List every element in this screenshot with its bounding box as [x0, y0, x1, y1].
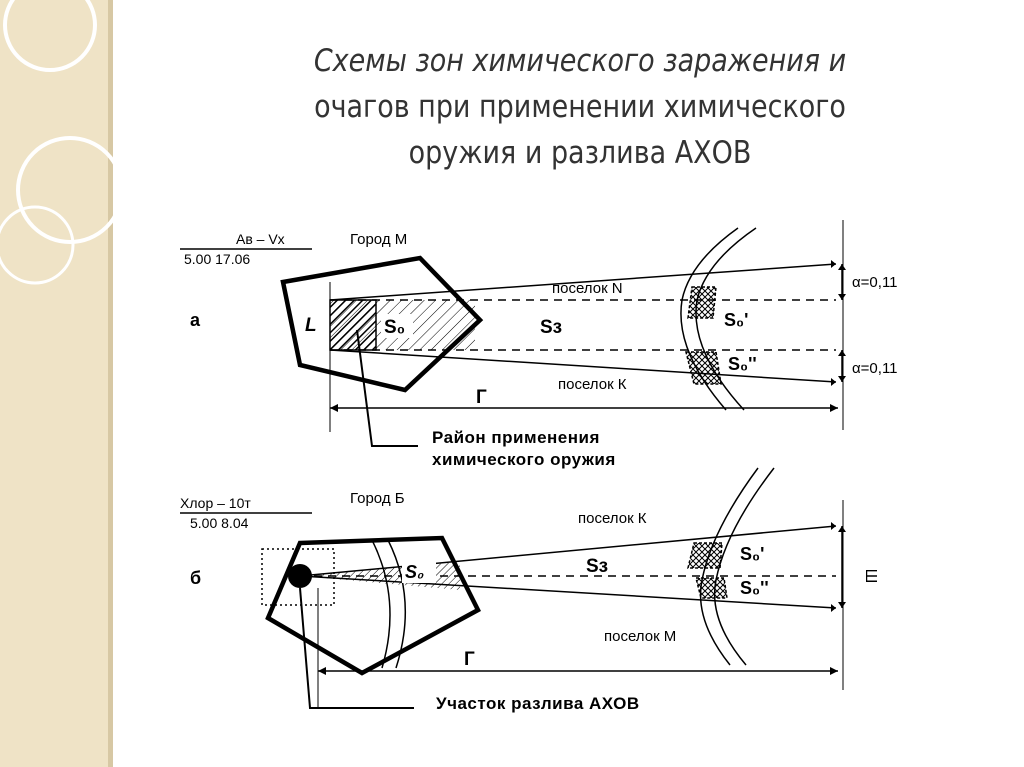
scheme-b-cloud-upper-edge — [299, 525, 837, 577]
title-line-3: оружия и разлива АХОВ — [408, 135, 752, 171]
scheme-b-spill-point — [288, 564, 312, 588]
scheme-a-alpha-top: α=0,11 — [852, 274, 898, 291]
scheme-b-sz-label: Sз — [586, 556, 608, 577]
scheme-a-label-bottom: 5.00 17.06 — [184, 251, 250, 267]
decorative-rings — [0, 0, 124, 285]
scheme-a-city-label: Город М — [350, 231, 407, 248]
scheme-b-g-label: Г — [464, 649, 475, 670]
scheme-a-city-pentagon — [280, 255, 484, 393]
scheme-a-s0-double-prime: S₀'' — [728, 354, 757, 374]
scheme-a-source-rect — [329, 299, 377, 351]
decorative-stripe-edge — [108, 0, 113, 767]
scheme-a-g-label: Г — [476, 387, 487, 408]
scheme-a: Ав – Vх 5.00 17.06 Город М а L S₀ Sз пос… — [180, 220, 898, 469]
title-line-2: очагов при применении химического — [314, 89, 846, 125]
scheme-a-alpha-top-arrow-up — [838, 264, 846, 270]
scheme-b-village-bottom-box — [695, 577, 728, 599]
scheme-b-w-arrow-down — [838, 602, 846, 608]
decorative-stripe — [0, 0, 112, 767]
scheme-b-s0-bg — [402, 559, 436, 583]
scheme-b-village-top: поселок К — [578, 510, 647, 527]
scheme-b-label-bottom: 5.00 8.04 — [190, 515, 249, 531]
scheme-b-city-pentagon — [265, 535, 481, 676]
scheme-a-alpha-bottom-arrow-up — [838, 350, 846, 356]
scheme-a-l-label: L — [305, 315, 317, 336]
scheme-b-city-label: Город Б — [350, 490, 405, 507]
scheme-a-alpha-bottom: α=0,11 — [852, 360, 898, 377]
scheme-b-s0-prime: S₀' — [740, 544, 764, 564]
scheme-a-g-arrow-left — [330, 404, 338, 412]
scheme-a-village-bottom-box — [685, 351, 722, 385]
scheme-a-alpha-bottom-arrow-down — [838, 376, 846, 382]
scheme-b-city-road-2 — [387, 539, 407, 669]
scheme-a-s0-bg — [381, 314, 413, 338]
scheme-a-s0-prime: S₀' — [724, 310, 748, 330]
scheme-b-arrow-lower — [831, 604, 836, 612]
scheme-a-village-top-box — [687, 286, 717, 319]
scheme-b-w-label: Ш — [862, 569, 879, 584]
scheme-b-road-curve-2 — [713, 467, 775, 666]
scheme-a-s0-label: S₀ — [384, 317, 405, 338]
scheme-a-cloud-lower-edge — [329, 349, 837, 383]
slide-title: Схемы зон химического заражения и очагов… — [249, 38, 910, 176]
scheme-b-caption: Участок разлива АХОВ — [436, 694, 640, 713]
scheme-b-s0-label: S₀ — [405, 562, 424, 582]
scheme-a-sz-label: Sз — [540, 317, 562, 338]
scheme-b-g-arrow-left — [318, 667, 326, 675]
scheme-b-village-bottom: поселок М — [604, 628, 676, 645]
scheme-b-city-road-1 — [371, 539, 391, 669]
scheme-a-village-bottom: поселок К — [558, 376, 627, 393]
scheme-b: Хлор – 10т 5.00 8.04 Город Б б S₀ Sз пос… — [180, 467, 879, 713]
scheme-b-s0-double-prime: S₀'' — [740, 578, 769, 598]
scheme-a-g-arrow-right — [830, 404, 838, 412]
scheme-b-label-top: Хлор – 10т — [180, 495, 251, 511]
scheme-b-g-arrow-right — [830, 667, 838, 675]
scheme-a-arrow-upper — [831, 260, 836, 268]
scheme-b-marker: б — [190, 568, 201, 588]
scheme-a-caption-line-2: химического оружия — [432, 450, 616, 469]
scheme-a-cloud-upper-edge — [329, 263, 837, 301]
title-line-1: Схемы зон химического заражения и — [313, 43, 847, 79]
scheme-b-village-top-box — [687, 542, 723, 569]
scheme-a-arrow-lower — [831, 378, 836, 386]
scheme-b-cloud-lower-edge — [299, 575, 837, 609]
scheme-a-alpha-top-arrow-down — [838, 294, 846, 300]
scheme-a-leader-line — [356, 329, 418, 447]
scheme-b-w-arrow-up — [838, 526, 846, 532]
scheme-a-label-top: Ав – Vх — [236, 231, 285, 247]
scheme-b-leader-line — [299, 587, 414, 709]
scheme-b-arrow-upper — [831, 522, 836, 530]
scheme-a-marker: а — [190, 310, 201, 330]
scheme-a-caption-line-1: Район применения — [432, 428, 600, 447]
scheme-a-village-top: поселок N — [552, 280, 623, 297]
